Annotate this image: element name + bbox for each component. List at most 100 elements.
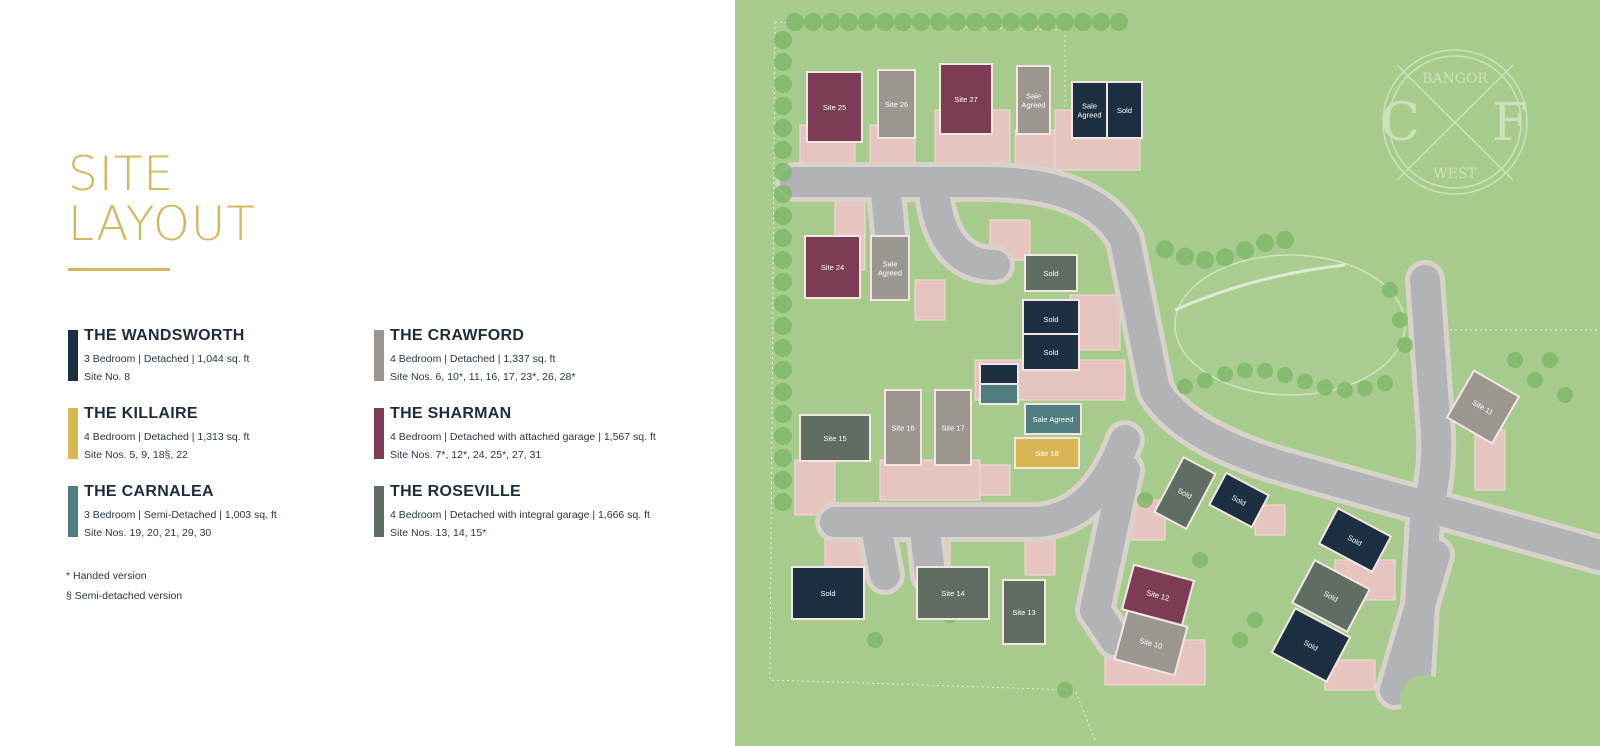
house-plot[interactable]: Site 26 (877, 69, 916, 139)
tree (774, 449, 792, 467)
tree (1057, 682, 1073, 698)
tree (930, 13, 948, 31)
tree (1297, 373, 1313, 390)
tree (1542, 352, 1558, 368)
house-plot[interactable]: Site 24 (804, 235, 861, 299)
house-plot[interactable]: Site 18 (1014, 437, 1080, 469)
house-footprint (1317, 506, 1393, 574)
tree (1156, 240, 1174, 259)
tree (1137, 492, 1153, 508)
plot-label: Agreed (1021, 101, 1045, 110)
house-plot[interactable]: Sold (1291, 558, 1371, 634)
house-footprint (1024, 403, 1082, 435)
house-footprint (1022, 333, 1080, 371)
tree (1317, 379, 1333, 396)
house-plot[interactable]: Site 25 (806, 71, 863, 143)
plot-label: Sale Agreed (1033, 415, 1074, 424)
house-plot[interactable]: Site 27 (939, 63, 993, 135)
tree (1397, 337, 1413, 353)
house-type-spec: 4 Bedroom | Detached | 1,313 sq. ft (84, 431, 250, 443)
house-type-name: THE WANDSWORTH (84, 327, 245, 344)
trees (774, 13, 1573, 698)
tree (822, 13, 840, 31)
plot-label: Site 26 (885, 100, 908, 109)
house-footprint (877, 69, 916, 139)
plot-label: Sale (1026, 92, 1041, 101)
house-plot[interactable]: Site 14 (916, 566, 990, 620)
color-swatch (68, 330, 78, 381)
tree (786, 13, 804, 31)
house-type-sites: Site Nos. 6, 10*, 11, 16, 17, 23*, 26, 2… (390, 371, 576, 383)
title-underline (68, 268, 170, 271)
house-type-spec: 4 Bedroom | Detached with attached garag… (390, 431, 656, 443)
plot-label: Site 16 (891, 424, 914, 433)
house-plot[interactable]: Site 17 (934, 389, 972, 466)
tree (774, 207, 792, 225)
house-plot[interactable]: Sold (1106, 81, 1143, 139)
house-plot[interactable]: Sold (1022, 299, 1080, 339)
color-swatch (374, 408, 384, 459)
tree (1216, 248, 1234, 267)
tree (774, 141, 792, 159)
house-footprint (1014, 437, 1080, 469)
color-swatch (68, 486, 78, 537)
house-plot[interactable]: Sold (1022, 333, 1080, 371)
house-plot[interactable]: Site 15 (799, 414, 871, 462)
house-footprint (916, 566, 990, 620)
house-footprint (934, 389, 972, 466)
logo-left-letter: C (1380, 93, 1420, 153)
tree (984, 13, 1002, 31)
plot-label: Site 17 (941, 424, 964, 433)
house-plot[interactable]: Sold (1270, 607, 1352, 683)
tree (774, 185, 792, 203)
house-plot[interactable]: Site 10 (1113, 609, 1189, 677)
house-plot[interactable]: Sold (1024, 254, 1078, 292)
logo-right-letter: F (1492, 93, 1528, 153)
house-plot[interactable]: Site 13 (1002, 579, 1046, 645)
tree (1020, 13, 1038, 31)
logo-bottom-text: WEST (1433, 166, 1477, 182)
house-plot[interactable]: Site 11 (1445, 369, 1521, 445)
title-line-1: SITE (68, 147, 175, 202)
tree (774, 53, 792, 71)
plot-label: Site 18 (1035, 449, 1058, 458)
house-footprint (939, 63, 993, 135)
house-plot[interactable]: Site 12 (1120, 563, 1196, 627)
tree (1337, 381, 1353, 398)
tree (1357, 380, 1373, 397)
house-plot[interactable]: Sold (1208, 471, 1270, 529)
house-type-spec: 3 Bedroom | Semi-Detached | 1,003 sq. ft (84, 509, 277, 521)
tree (774, 383, 792, 401)
tree (1176, 247, 1194, 266)
tree (1527, 372, 1543, 388)
tree (774, 97, 792, 115)
tree (1177, 378, 1193, 395)
house-footprint (1270, 607, 1352, 683)
color-swatch (374, 330, 384, 381)
house-plot[interactable]: Site 16 (884, 389, 922, 466)
house-plot[interactable] (979, 363, 1019, 387)
house-plot[interactable]: Sale Agreed (1024, 403, 1082, 435)
house-footprint (1291, 558, 1371, 634)
tree (948, 13, 966, 31)
plot-label: Site 15 (823, 434, 846, 443)
house-plot[interactable]: Sold (791, 566, 865, 620)
tree (1192, 552, 1208, 568)
house-footprint (1024, 254, 1078, 292)
tree (1382, 282, 1398, 298)
plot-label: Agreed (878, 269, 902, 278)
house-footprint (1113, 609, 1189, 677)
house-type-spec: 4 Bedroom | Detached with integral garag… (390, 509, 650, 521)
tree (1277, 367, 1293, 384)
tree (1056, 13, 1074, 31)
house-type-name: THE CARNALEA (84, 483, 214, 500)
house-footprint (870, 235, 910, 301)
house-plot[interactable]: Sold (1153, 455, 1217, 531)
house-plot[interactable] (979, 383, 1019, 405)
tree (804, 13, 822, 31)
house-plot[interactable]: Sold (1317, 506, 1393, 574)
